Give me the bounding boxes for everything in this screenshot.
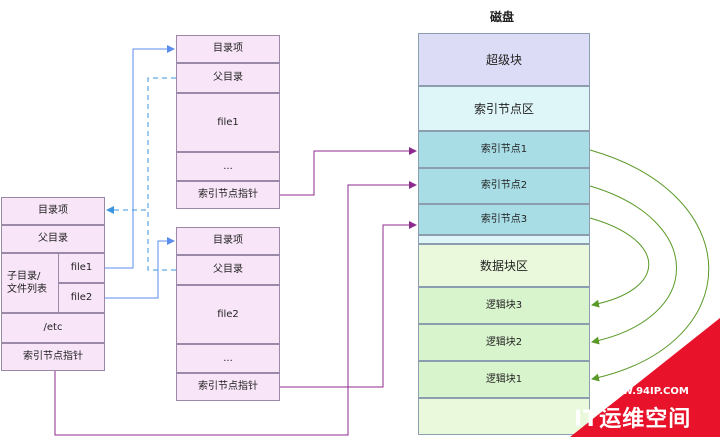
inode-3: 索引节点3 (418, 204, 590, 235)
watermark-corner (570, 318, 720, 437)
left-dir-file2: file2 (58, 283, 105, 313)
top-file-parent: 父目录 (176, 63, 280, 93)
bottom-file-entry: 目录项 (176, 227, 280, 255)
arrow-inode2-to-block2 (589, 185, 677, 345)
logic-block-1-label: 逻辑块1 (485, 373, 523, 385)
watermark-url: WWW.94IP.COM (600, 386, 689, 397)
inode-area-free (418, 235, 590, 244)
arrow-top-parent-to-dir (106, 77, 176, 214)
bottom-file-entry-label: 目录项 (213, 235, 243, 246)
logic-block-1: 逻辑块1 (418, 361, 590, 398)
left-dir-entry: 目录项 (1, 197, 105, 225)
top-file-entry-label: 目录项 (213, 43, 243, 54)
top-file-name-label: file1 (217, 116, 239, 128)
left-dir-list-label: 子目录/ 文件列表 (7, 271, 47, 295)
logic-block-3-label: 逻辑块3 (485, 299, 523, 311)
bottom-file-inode-pointer-label: 索引节点指针 (198, 381, 258, 392)
bottom-file-name: file2 (176, 285, 280, 344)
inode-3-label: 索引节点3 (480, 213, 528, 225)
left-dir-inode-pointer-label: 索引节点指针 (23, 351, 83, 362)
left-dir-etc-label: /etc (43, 322, 63, 333)
arrow-inode3-to-block3 (589, 217, 650, 308)
top-file-inode-pointer: 索引节点指针 (176, 181, 280, 209)
watermark-name: IT运维空间 (574, 407, 692, 432)
disk-title: 磁盘 (490, 10, 515, 24)
arrow-top-ptr-to-inode1 (280, 147, 417, 196)
logic-block-2-label: 逻辑块2 (485, 336, 523, 348)
top-file-inode-pointer-label: 索引节点指针 (198, 189, 258, 200)
super-block: 超级块 (418, 33, 590, 86)
left-dir-file1: file1 (58, 253, 105, 283)
data-area-label: 数据块区 (479, 258, 528, 273)
inode-area-header: 索引节点区 (418, 86, 590, 131)
bottom-file-dots-label: ... (223, 352, 233, 364)
top-file-name: file1 (176, 93, 280, 152)
bottom-file-dots: ... (176, 344, 280, 373)
inode-1-label: 索引节点1 (480, 143, 528, 155)
arrow-inode1-to-block1 (589, 149, 710, 382)
arrow-bottom-parent-to-dir (147, 210, 176, 271)
inode-2: 索引节点2 (418, 168, 590, 204)
logic-block-3: 逻辑块3 (418, 287, 590, 324)
bottom-file-name-label: file2 (217, 308, 239, 320)
arrow-dir-ptr-to-inode2 (54, 181, 417, 436)
data-area-free (418, 398, 590, 435)
arrow-file1-to-top-entry (105, 45, 175, 269)
left-dir-inode-pointer: 索引节点指针 (1, 343, 105, 371)
inode-area-label: 索引节点区 (473, 101, 534, 116)
bottom-file-parent-label: 父目录 (213, 264, 243, 275)
top-file-parent-label: 父目录 (213, 72, 243, 83)
inode-2-label: 索引节点2 (480, 180, 528, 191)
logic-block-2: 逻辑块2 (418, 324, 590, 361)
top-file-dots-label: ... (223, 160, 233, 172)
arrow-bottom-ptr-to-inode3 (280, 221, 417, 388)
left-dir-parent-label: 父目录 (38, 233, 68, 244)
left-dir-parent: 父目录 (1, 225, 105, 253)
inode-1: 索引节点1 (418, 131, 590, 168)
top-file-dots: ... (176, 152, 280, 181)
super-block-label: 超级块 (485, 52, 522, 67)
bottom-file-parent: 父目录 (176, 255, 280, 285)
bottom-file-inode-pointer: 索引节点指针 (176, 373, 280, 401)
left-dir-entry-label: 目录项 (38, 205, 68, 216)
data-area-header: 数据块区 (418, 244, 590, 287)
left-dir-etc: /etc (1, 313, 105, 343)
left-dir-file1-label: file1 (70, 262, 93, 273)
left-dir-file2-label: file2 (70, 292, 93, 303)
top-file-entry: 目录项 (176, 35, 280, 63)
